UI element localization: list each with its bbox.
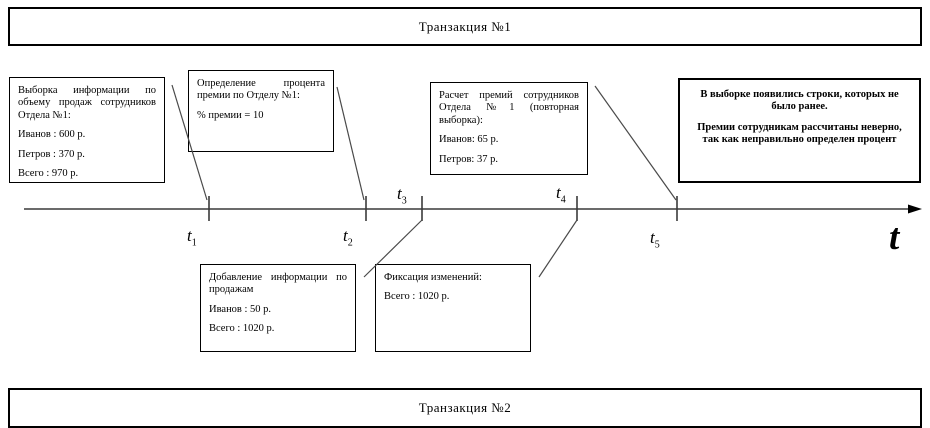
tick-label-t1: t1	[187, 227, 197, 248]
axis-arrowhead-icon	[908, 204, 922, 214]
box-premium-percent-title: Определение процента премии по Отделу №1…	[197, 78, 325, 102]
box-commit: Фиксация изменений: Всего : 1020 р.	[375, 264, 531, 352]
tick-label-t4-sub: 4	[560, 194, 566, 206]
tick-label-t1-base: t	[187, 226, 192, 245]
box-sales-add: Добавление информации по продажам Иванов…	[200, 264, 356, 352]
tick-label-t3-base: t	[397, 184, 402, 203]
tick-label-t2-base: t	[343, 226, 348, 245]
box-sales-add-line: Иванов : 50 р.	[209, 303, 272, 315]
tick-label-t1-sub: 1	[191, 237, 197, 249]
tick-label-t4: t4	[556, 184, 566, 205]
box-sales-selection: Выборка информации по объему продаж сотр…	[9, 77, 165, 183]
box-sales-add-line: Всего : 1020 р.	[209, 323, 275, 335]
transaction1-label: Транзакция №1	[418, 18, 512, 34]
box-sales-selection-title: Выборка информации по объему продаж сотр…	[18, 85, 156, 121]
transaction2-bar: Транзакция №2	[8, 388, 922, 428]
tick-label-t3: t3	[397, 185, 407, 206]
leader-premium-calc-to-t5	[594, 85, 677, 201]
transaction1-bar: Транзакция №1	[8, 7, 922, 46]
box-sales-add-title: Добавление информации по продажам	[209, 272, 347, 296]
leader-t4-to-commit	[538, 219, 578, 278]
tick-label-t4-base: t	[556, 183, 561, 202]
box-premium-percent-line: % премии = 10	[197, 109, 264, 121]
box-commit-title: Фиксация изменений:	[384, 272, 482, 283]
transaction2-label: Транзакция №2	[418, 400, 512, 415]
tick-label-t3-sub: 3	[401, 195, 407, 207]
tick-label-t5-sub: 5	[654, 239, 660, 251]
box-premium-percent: Определение процента премии по Отделу №1…	[188, 70, 334, 152]
box-conclusion-paragraph: Премии сотрудникам рассчитаны неверно, т…	[697, 121, 902, 146]
leader-premium-percent-to-t2	[336, 86, 365, 201]
tick-label-t2-sub: 2	[347, 237, 353, 249]
tick-label-t2: t2	[343, 227, 353, 248]
tick-label-t5: t5	[650, 229, 660, 250]
box-sales-selection-line: Иванов : 600 р.	[18, 129, 86, 141]
box-commit-line: Всего : 1020 р.	[384, 291, 450, 303]
axis-label-t: t	[889, 217, 900, 258]
box-premium-calc-title: Расчет премий сотрудников Отдела №1 (пов…	[439, 90, 579, 126]
box-sales-selection-line: Всего : 970 р.	[18, 167, 79, 179]
box-premium-calc-line: Иванов: 65 р.	[439, 134, 499, 146]
box-conclusion-paragraph: В выборке появились строки, которых не б…	[700, 89, 899, 113]
box-conclusion: В выборке появились строки, которых не б…	[678, 78, 921, 183]
tick-label-t5-base: t	[650, 228, 655, 247]
box-sales-selection-line: Петров : 370 р.	[18, 148, 85, 160]
box-premium-calc: Расчет премий сотрудников Отдела №1 (пов…	[430, 82, 588, 175]
box-premium-calc-line: Петров: 37 р.	[439, 153, 498, 165]
